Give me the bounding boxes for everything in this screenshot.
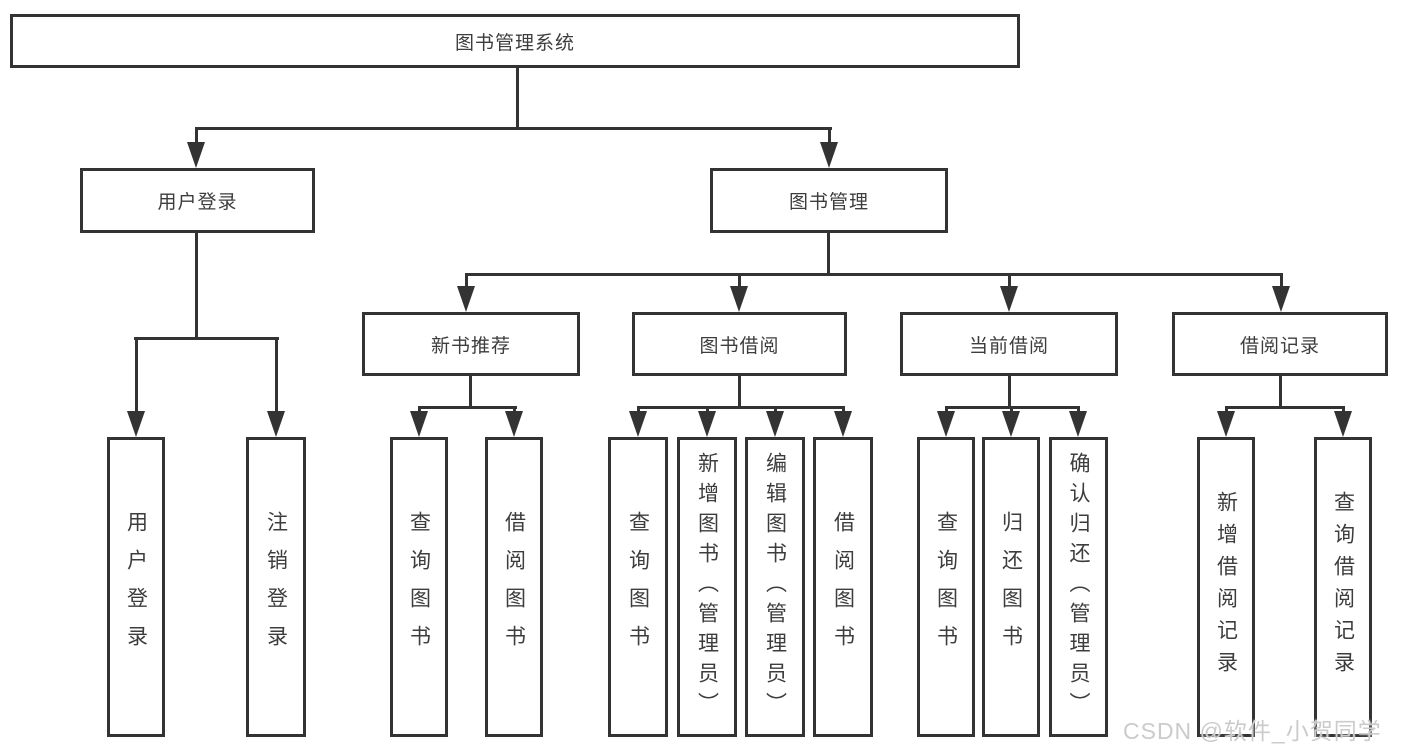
arrow-down-icon xyxy=(730,286,748,312)
connector-shaft xyxy=(706,406,709,414)
leaf-label: 查询借阅记录 xyxy=(1331,491,1355,683)
leaf-label: 借阅图书 xyxy=(502,511,526,663)
leaf-record-add-borrow-record: 新增借阅记录 xyxy=(1197,437,1255,737)
connector-shaft xyxy=(513,406,516,414)
leaf-user-login: 用户登录 xyxy=(107,437,165,737)
leaf-record-query-borrow-record: 查询借阅记录 xyxy=(1314,437,1372,737)
connector-mgmt-bus xyxy=(465,273,1283,276)
connector-shaft xyxy=(1077,406,1080,414)
arrow-down-icon xyxy=(267,411,285,437)
connector-borrow-bus xyxy=(637,406,845,409)
leaf-label: 新增图书（管理员） xyxy=(695,452,719,722)
leaf-label: 查询图书 xyxy=(407,511,431,663)
leaf-borrow-edit-books-admin: 编辑图书（管理员） xyxy=(745,437,805,737)
connector-shaft xyxy=(1225,406,1228,414)
connector-shaft xyxy=(275,337,278,413)
node-current-borrow: 当前借阅 xyxy=(900,312,1118,376)
leaf-label: 确认归还（管理员） xyxy=(1067,452,1090,722)
node-user-login: 用户登录 xyxy=(80,168,315,233)
connector-user-stem xyxy=(195,233,198,339)
leaf-borrow-add-books-admin: 新增图书（管理员） xyxy=(677,437,737,737)
connector-shaft xyxy=(738,273,741,288)
arrow-down-icon xyxy=(698,411,716,437)
arrow-down-icon xyxy=(127,411,145,437)
node-book-borrow: 图书借阅 xyxy=(632,312,847,376)
arrow-down-icon xyxy=(1069,411,1087,437)
arrow-down-icon xyxy=(1217,411,1235,437)
connector-record-stem xyxy=(1279,376,1282,409)
arrow-down-icon xyxy=(457,286,475,312)
leaf-current-query-books: 查询图书 xyxy=(917,437,975,737)
connector-shaft xyxy=(1010,406,1013,414)
node-book-management: 图书管理 xyxy=(710,168,948,233)
connector-shaft xyxy=(774,406,777,414)
leaf-label: 归还图书 xyxy=(999,511,1023,663)
leaf-label: 编辑图书（管理员） xyxy=(763,452,787,722)
leaf-current-return-books: 归还图书 xyxy=(982,437,1040,737)
connector-shaft xyxy=(842,406,845,414)
leaf-label: 新增借阅记录 xyxy=(1214,491,1238,683)
connector-newbook-bus xyxy=(418,406,517,409)
connector-shaft xyxy=(195,127,198,145)
arrow-down-icon xyxy=(505,411,523,437)
connector-shaft xyxy=(945,406,948,414)
arrow-down-icon xyxy=(834,411,852,437)
connector-borrow-stem xyxy=(738,376,741,409)
connector-mgmt-stem xyxy=(827,233,830,275)
arrow-down-icon xyxy=(1000,286,1018,312)
leaf-label: 借阅图书 xyxy=(831,511,855,663)
connector-user-bus xyxy=(134,337,279,340)
connector-current-stem xyxy=(1008,376,1011,409)
leaf-logout: 注销登录 xyxy=(246,437,306,737)
arrow-down-icon xyxy=(1334,411,1352,437)
connector-newbook-stem xyxy=(469,376,472,409)
leaf-label: 注销登录 xyxy=(264,511,288,663)
arrow-down-icon xyxy=(629,411,647,437)
connector-record-bus xyxy=(1225,406,1345,409)
leaf-newbook-borrow-books: 借阅图书 xyxy=(485,437,543,737)
arrow-down-icon xyxy=(766,411,784,437)
arrow-down-icon xyxy=(937,411,955,437)
leaf-label: 查询图书 xyxy=(934,511,958,663)
arrow-down-icon xyxy=(187,142,205,168)
leaf-label: 用户登录 xyxy=(124,511,148,663)
arrow-down-icon xyxy=(410,411,428,437)
connector-shaft xyxy=(1280,273,1283,288)
connector-shaft xyxy=(465,273,468,288)
node-root: 图书管理系统 xyxy=(10,14,1020,68)
arrow-down-icon xyxy=(820,142,838,168)
node-borrow-record: 借阅记录 xyxy=(1172,312,1388,376)
connector-shaft xyxy=(1008,273,1011,288)
leaf-current-confirm-return-admin: 确认归还（管理员） xyxy=(1049,437,1108,737)
connector-shaft xyxy=(135,337,138,413)
leaf-borrow-query-books: 查询图书 xyxy=(608,437,668,737)
leaf-newbook-query-books: 查询图书 xyxy=(390,437,448,737)
connector-shaft xyxy=(418,406,421,414)
arrow-down-icon xyxy=(1272,286,1290,312)
connector-shaft xyxy=(1342,406,1345,414)
node-new-book-recommend: 新书推荐 xyxy=(362,312,580,376)
connector-shaft xyxy=(637,406,640,414)
leaf-label: 查询图书 xyxy=(626,511,650,663)
csdn-watermark: CSDN @软件_小贺同学 xyxy=(1123,718,1382,744)
connector-level1-bus xyxy=(195,127,832,130)
connector-root-stem xyxy=(516,68,519,130)
leaf-borrow-borrow-books: 借阅图书 xyxy=(813,437,873,737)
connector-shaft xyxy=(828,127,831,145)
arrow-down-icon xyxy=(1002,411,1020,437)
